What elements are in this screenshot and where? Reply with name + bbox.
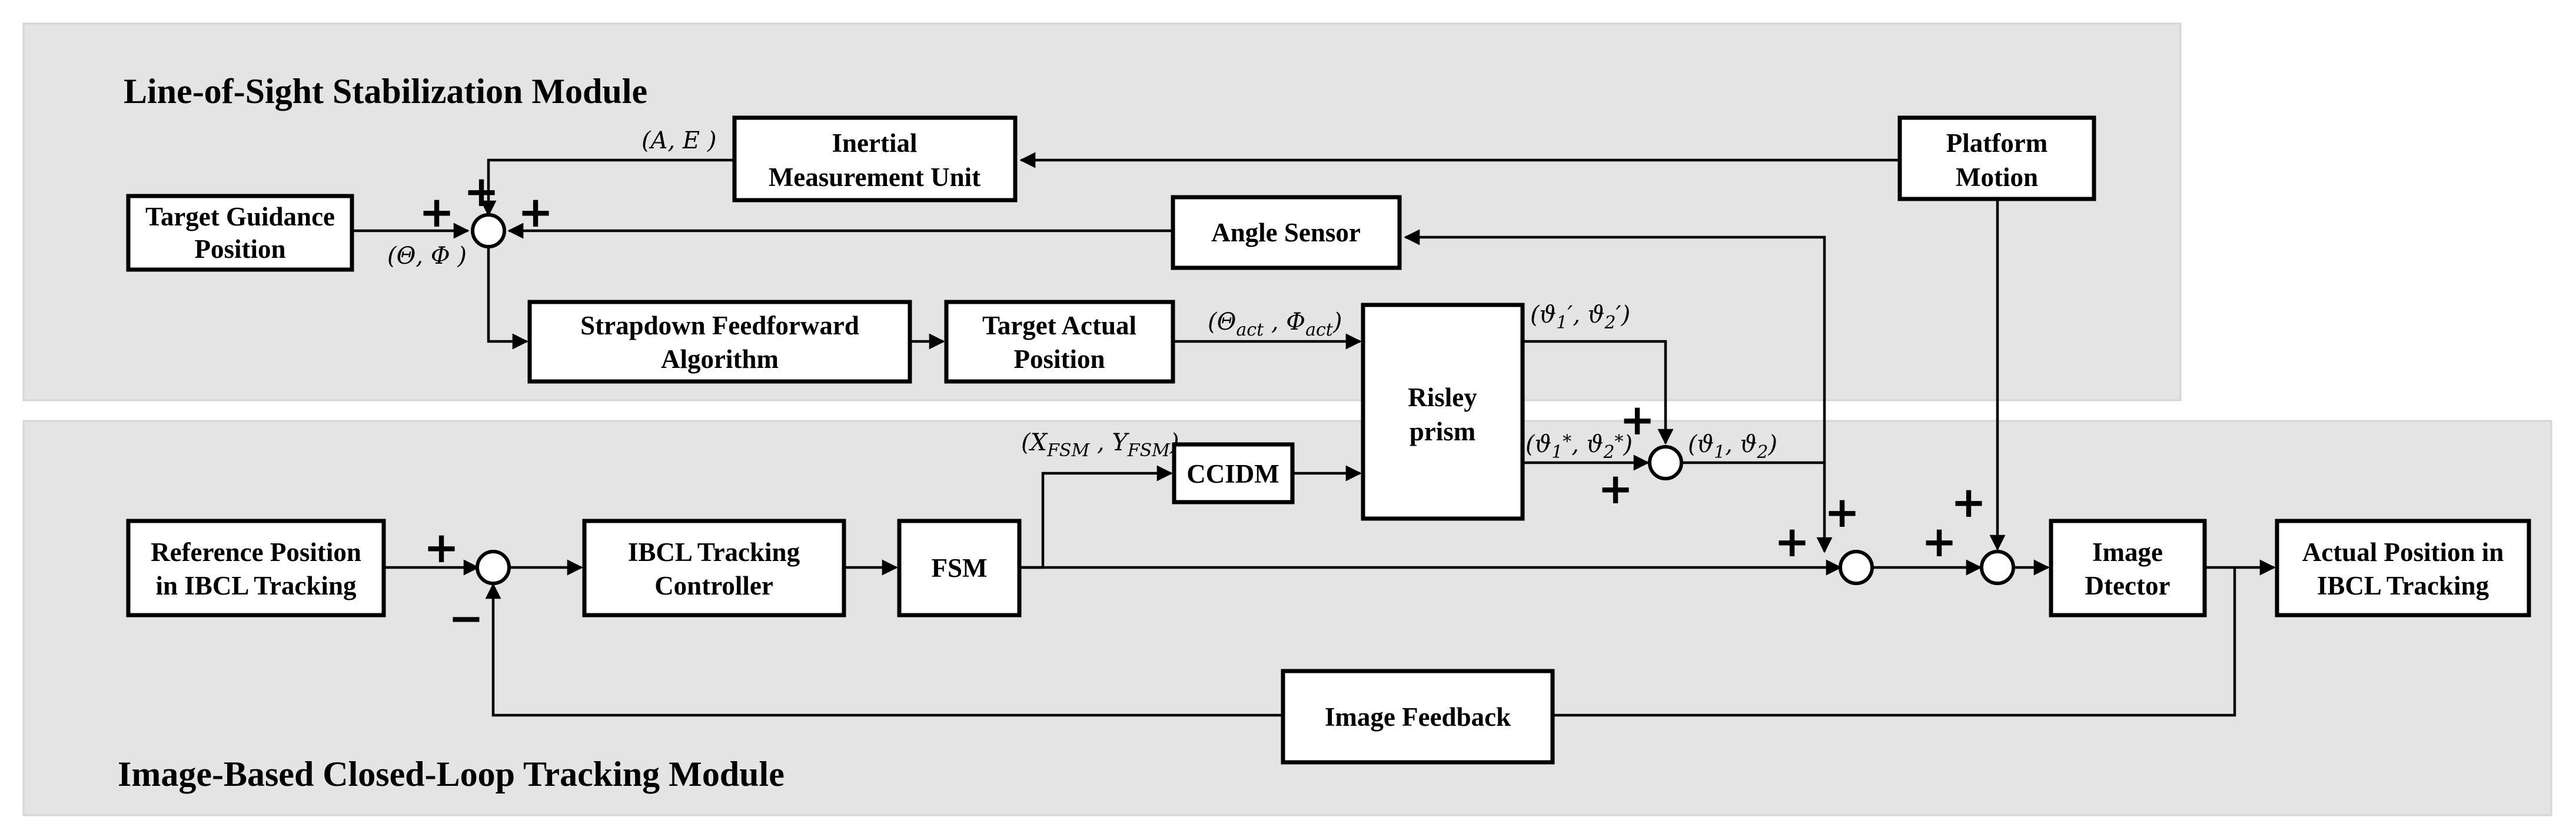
image-feedback-label: Image Feedback bbox=[1325, 702, 1511, 732]
wire-final-to-angle-sensor bbox=[1404, 229, 1826, 464]
ccidm-label: CCIDM bbox=[1186, 459, 1279, 489]
reference-position-block: Reference Position in IBCL Tracking bbox=[126, 519, 386, 617]
strapdown-label-line2: Algorithm bbox=[661, 344, 779, 374]
imu-label-line2: Measurement Unit bbox=[769, 162, 980, 192]
risley-label-line2: prism bbox=[1410, 417, 1476, 446]
ibcl-summing-junction bbox=[476, 550, 511, 585]
plus-sign-risley-bottom: + bbox=[1598, 464, 1633, 513]
platform-motion-block: Platform Motion bbox=[1897, 115, 2096, 201]
wire-detector-to-feedback bbox=[1553, 567, 2236, 717]
actual-position-label-line2: IBCL Tracking bbox=[2317, 571, 2489, 600]
target-actual-position-block: Target Actual Position bbox=[944, 300, 1175, 384]
target-actual-label-line2: Position bbox=[1013, 344, 1105, 374]
wire-imu-to-sum bbox=[480, 158, 734, 217]
platform-summing-junction bbox=[1980, 550, 2015, 585]
plus-sign-risley-top: + bbox=[1620, 395, 1655, 444]
plus-sign-fsm-left: + bbox=[1774, 517, 1810, 566]
fsm-label: FSM bbox=[932, 553, 988, 583]
signal-star-label: (ϑ1*, ϑ2*) bbox=[1525, 431, 1633, 463]
risley-label-line1: Risley bbox=[1408, 383, 1477, 412]
plus-sign-los-right: + bbox=[518, 187, 553, 237]
strapdown-block: Strapdown Feedforward Algorithm bbox=[527, 300, 912, 384]
actual-position-block: Actual Position in IBCL Tracking bbox=[2275, 519, 2531, 617]
imu-block: Inertial Measurement Unit bbox=[732, 115, 1018, 202]
ccidm-block: CCIDM bbox=[1172, 442, 1295, 504]
signal-prime-label: (ϑ1′, ϑ2′) bbox=[1530, 301, 1630, 333]
target-guidance-label-line1: Target Guidance bbox=[145, 202, 335, 231]
ibcl-controller-block: IBCL Tracking Controller bbox=[582, 519, 846, 617]
signal-ae-label: (A, E ) bbox=[641, 127, 716, 154]
plus-sign-los-left: + bbox=[419, 187, 454, 237]
platform-motion-label-line2: Motion bbox=[1956, 162, 2038, 192]
wire-risley-prime-to-sum bbox=[1523, 340, 1674, 445]
platform-motion-label-line1: Platform bbox=[1946, 128, 2047, 158]
strapdown-label-line1: Strapdown Feedforward bbox=[580, 311, 859, 340]
angle-sensor-label: Angle Sensor bbox=[1211, 218, 1361, 247]
fsm-block: FSM bbox=[897, 519, 1022, 617]
angle-sensor-block: Angle Sensor bbox=[1171, 195, 1402, 270]
ibcl-controller-label-line1: IBCL Tracking bbox=[628, 537, 800, 567]
reference-label-line1: Reference Position bbox=[151, 537, 361, 567]
plus-sign-fsm-top: + bbox=[1824, 487, 1860, 537]
image-detector-label-line2: Dtector bbox=[2085, 571, 2171, 600]
ibcl-controller-label-line2: Controller bbox=[654, 571, 773, 600]
risley-prism-block: Risley prism bbox=[1361, 303, 1525, 521]
imu-label-line1: Inertial bbox=[832, 128, 918, 158]
image-detector-block: Image Dtector bbox=[2049, 519, 2207, 617]
ibcl-module-title: Image-Based Closed-Loop Tracking Module bbox=[118, 755, 785, 794]
wire-feedback-to-sum bbox=[485, 583, 1283, 717]
image-detector-label-line1: Image bbox=[2092, 537, 2163, 567]
plus-sign-platform-left: + bbox=[1922, 517, 1957, 566]
minus-sign-ibcl-bottom: − bbox=[448, 593, 484, 643]
plus-sign-los-top: + bbox=[464, 167, 499, 216]
fsm-summing-junction bbox=[1839, 550, 1874, 585]
target-guidance-block: Target Guidance Position bbox=[126, 194, 354, 272]
actual-position-label-line1: Actual Position in bbox=[2302, 537, 2504, 567]
signal-theta-phi-label: (Θ, Φ ) bbox=[387, 243, 467, 270]
target-guidance-label-line2: Position bbox=[194, 234, 285, 264]
reference-label-line2: in IBCL Tracking bbox=[156, 571, 357, 600]
wire-sum-to-strapdown bbox=[487, 247, 529, 350]
target-actual-label-line1: Target Actual bbox=[982, 311, 1136, 340]
los-module-title: Line-of-Sight Stabilization Module bbox=[124, 72, 647, 111]
plus-sign-ibcl-left: + bbox=[424, 523, 459, 572]
risley-summing-junction bbox=[1648, 445, 1683, 480]
los-summing-junction bbox=[471, 213, 506, 248]
image-feedback-block: Image Feedback bbox=[1281, 669, 1555, 765]
plus-sign-platform-top: + bbox=[1951, 477, 1986, 527]
